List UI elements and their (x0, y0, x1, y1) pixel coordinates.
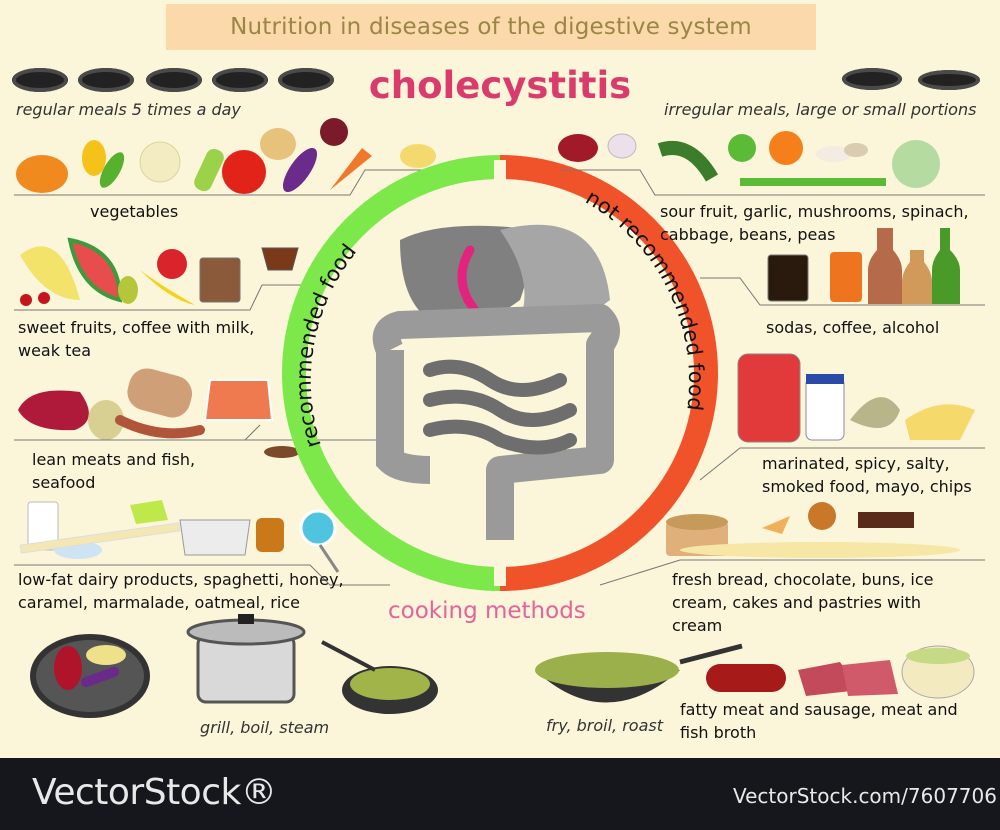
plate-icon (78, 68, 134, 92)
plate-icon (842, 68, 902, 90)
footer-bar (0, 758, 1000, 830)
frying-pan-icon (321, 640, 438, 714)
fatty-meat-sausage-broth-icon (706, 645, 975, 699)
dairy-products-label: low-fat dairy products, spaghetti, honey… (18, 570, 344, 612)
wok-icon (535, 643, 743, 703)
lean-meats-label: lean meats and fish, seafood (32, 450, 196, 492)
header-banner: Nutrition in diseases of the digestive s… (166, 4, 816, 50)
plate-icon (12, 68, 68, 92)
marinated-label: marinated, spicy, salty, smoked food, ma… (762, 454, 972, 496)
plate-icon (918, 70, 980, 90)
vegetables-icon (16, 118, 436, 194)
marinated-spicy-smoked-icon (737, 353, 975, 443)
cooking-methods-title: cooking methods (388, 598, 586, 624)
fatty-meat-label: fatty meat and sausage, meat and fish br… (680, 700, 958, 742)
irregular-meals-note: irregular meals, large or small portions (664, 100, 977, 119)
pot-icon (186, 614, 306, 704)
vegetables-label: vegetables (90, 202, 179, 221)
bread-chocolate-buns-icon (666, 502, 960, 558)
main-title: cholecystitis (368, 64, 632, 107)
regular-meals-note: regular meals 5 times a day (16, 100, 241, 119)
not-recommended-cooking-note: fry, broil, roast (546, 716, 663, 735)
sour-fruit-label: sour fruit, garlic, mushrooms, spinach, … (660, 202, 969, 244)
digestive-system-icon (372, 224, 620, 540)
illustration-canvas: recommended food not recommended food (14, 118, 985, 718)
plate-icon (146, 68, 202, 92)
sour-fruit-garlic-mushrooms-icon (558, 131, 940, 188)
lean-meat-fish-icon (18, 368, 300, 458)
sweet-fruits-label: sweet fruits, coffee with milk, weak tea (18, 318, 255, 360)
sweet-fruits-icon (20, 237, 299, 306)
sodas-coffee-alcohol-icon (767, 228, 960, 304)
grill-icon (30, 634, 150, 718)
plate-icon (212, 68, 268, 92)
footer-brand: VectorStock® (32, 772, 277, 813)
sodas-label: sodas, coffee, alcohol (766, 318, 940, 337)
fresh-bread-label: fresh bread, chocolate, buns, ice cream,… (672, 570, 934, 635)
header-title: Nutrition in diseases of the digestive s… (230, 14, 752, 40)
footer-image-id: VectorStock.com/7607706 (733, 784, 997, 808)
recommended-cooking-note: grill, boil, steam (200, 718, 330, 737)
dairy-pasta-honey-icon (19, 500, 340, 573)
plate-icon (278, 68, 334, 92)
